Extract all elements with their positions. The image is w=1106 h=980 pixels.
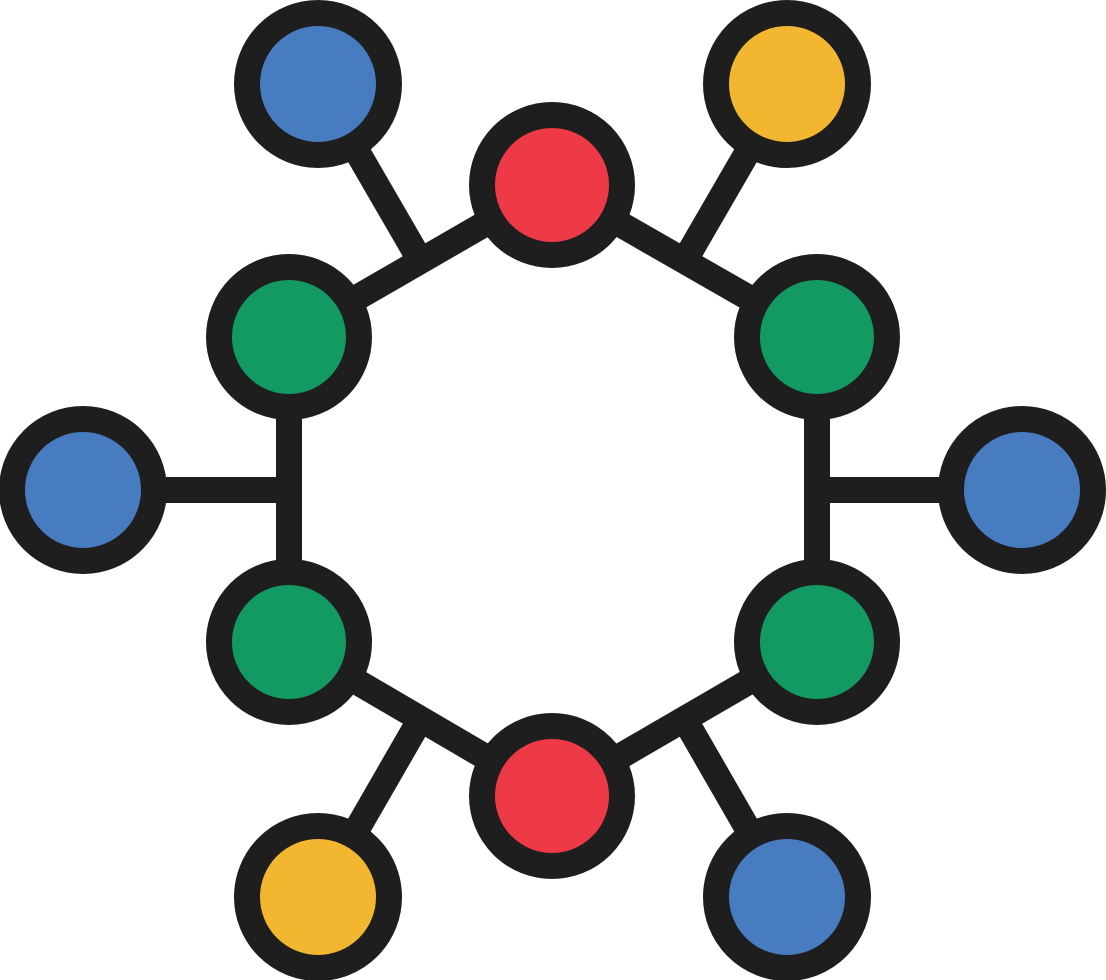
atom-ring-lower-left bbox=[206, 559, 372, 725]
atom-ring-upper-right bbox=[734, 254, 900, 420]
atom-center-bottom bbox=[469, 713, 635, 879]
atom-center-top bbox=[469, 102, 635, 268]
atom-outer-bottom-right bbox=[703, 813, 871, 980]
ring-bond bbox=[276, 169, 830, 812]
atom-outer-top-right bbox=[703, 0, 871, 168]
atom-outer-right bbox=[938, 406, 1106, 574]
atom-outer-bottom-left bbox=[234, 813, 402, 980]
atom-ring-lower-right bbox=[734, 559, 900, 725]
atom-outer-top-left bbox=[234, 0, 402, 168]
atom-ring-upper-left bbox=[206, 254, 372, 420]
atom-outer-left bbox=[0, 406, 167, 574]
